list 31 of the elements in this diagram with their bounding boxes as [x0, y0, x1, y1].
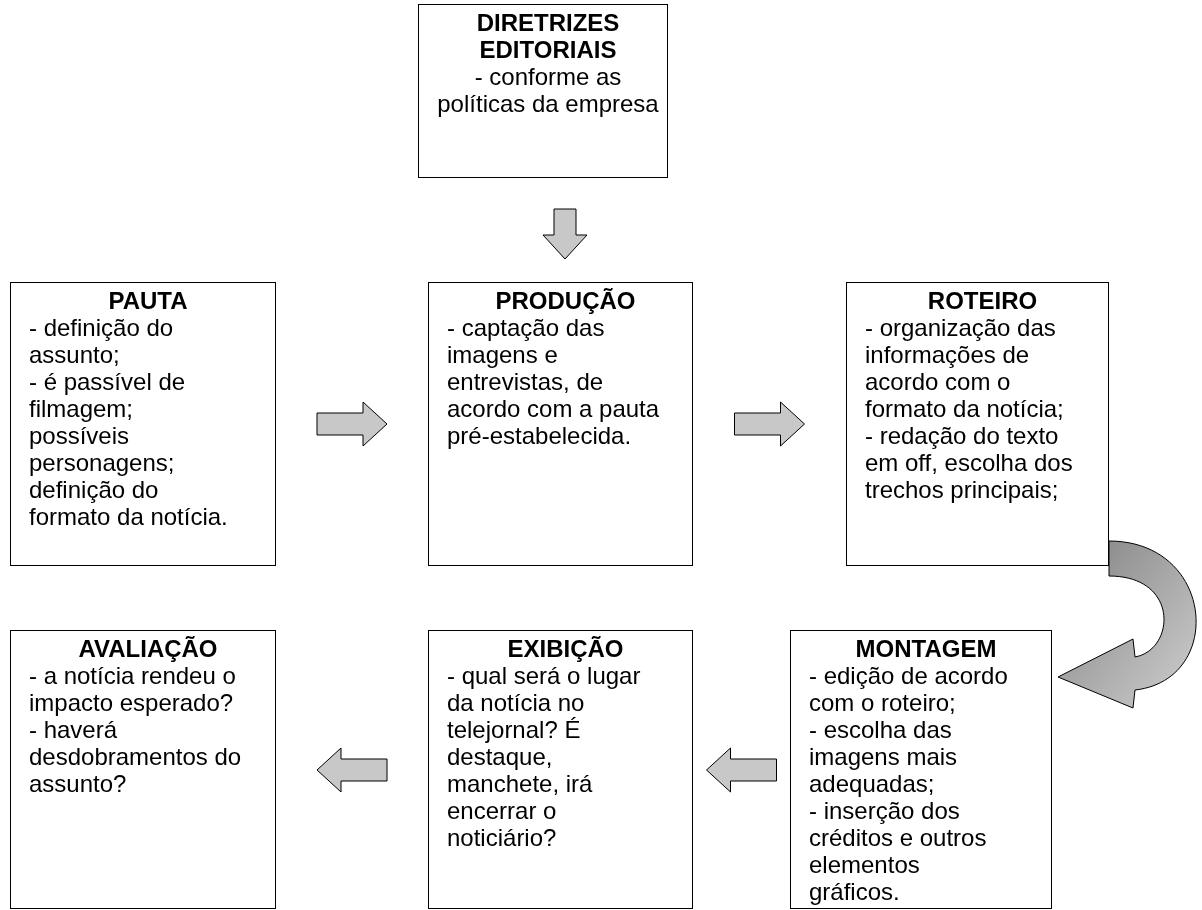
box-text: - inserção dos créditos e outros elementos gráficos. — [809, 797, 988, 905]
box-heading: AVALIAÇÃO — [77, 635, 219, 662]
box-text: - captação das imagens e entrevistas, de acordo com a pauta pré-estabelecida. — [447, 314, 661, 449]
process-box — [10, 630, 276, 909]
process-box — [790, 630, 1052, 909]
box-text: - escolha das imagens mais adequadas; — [809, 716, 959, 797]
box-heading: EXIBIÇÃO — [506, 635, 625, 662]
box-text: - é passível de filmagem; possíveis personagens; definição do formato da notícia. — [29, 368, 229, 530]
box-heading: ROTEIRO — [926, 287, 1039, 314]
process-box — [418, 4, 668, 178]
process-box — [10, 282, 276, 566]
box-heading: DIRETRIZES EDITORIAIS — [475, 9, 621, 63]
block-arrow — [542, 208, 588, 260]
process-box — [846, 282, 1109, 566]
box-text: - definição do assunto; — [29, 314, 175, 368]
box-text: - redação do texto em off, escolha dos trechos principais; — [865, 422, 1074, 503]
block-arrow — [706, 747, 777, 793]
box-text: - conforme as políticas da empresa — [437, 63, 659, 117]
box-heading: PRODUÇÃO — [494, 287, 637, 314]
box-heading: MONTAGEM — [854, 635, 998, 662]
box-heading: PAUTA — [107, 287, 189, 314]
block-arrow — [734, 401, 805, 447]
process-box — [428, 282, 693, 566]
box-text: - haverá desdobramentos do assunto? — [29, 716, 243, 797]
box-text: - organização das informações de acordo com o formato da notícia; — [865, 314, 1065, 422]
block-arrow — [316, 401, 388, 447]
box-text: - qual será o lugar da notícia no telejornal? É destaque, manchete, irá encerrar o noticiário? — [447, 662, 642, 851]
process-box — [428, 630, 693, 909]
block-arrow — [316, 747, 388, 793]
box-text: - a notícia rendeu o impacto esperado? — [29, 662, 237, 716]
box-text: - edição de acordo com o roteiro; — [809, 662, 1009, 716]
